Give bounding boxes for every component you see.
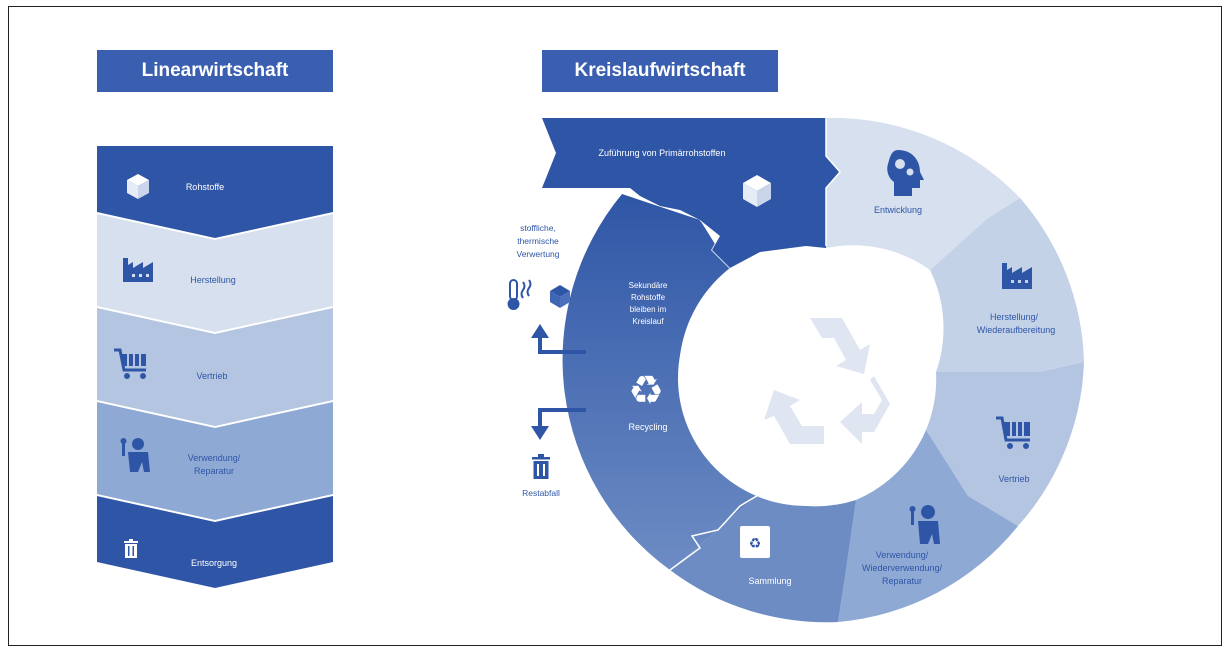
label-verwertung-1: stoffliche, [520, 223, 556, 233]
label-verwendung-2: Wiederverwendung/ [862, 563, 943, 573]
arrow-down-icon [531, 426, 549, 440]
cube-icon [127, 174, 149, 199]
linear-label-vertrieb: Vertrieb [196, 371, 227, 381]
linear-title: Linearwirtschaft [97, 50, 333, 92]
linear-step-rohstoffe: Rohstoffe [97, 146, 333, 238]
label-verwendung-1: Verwendung/ [876, 550, 929, 560]
recycle-bin-icon: ♻ [740, 526, 770, 558]
shopping-cart-icon [114, 348, 146, 379]
svg-text:♻: ♻ [749, 535, 762, 551]
trash-bin-icon [124, 539, 138, 558]
label-sekundaer-3: bleiben im [630, 305, 667, 314]
thermometer-icon [507, 279, 532, 310]
label-herstellung-2: Wiederaufbereitung [977, 325, 1056, 335]
head-gears-icon [887, 150, 924, 196]
cube-icon [550, 285, 570, 308]
segment-vertrieb [926, 362, 1084, 526]
input-label: Zuführung von Primärrohstoffen [599, 148, 726, 158]
label-restabfall: Restabfall [522, 488, 560, 498]
label-verwertung-3: Verwertung [517, 249, 560, 259]
label-vertrieb: Vertrieb [998, 474, 1029, 484]
linear-step-entsorgung: Entsorgung [97, 496, 333, 588]
person-repair-icon [120, 438, 150, 472]
segment-sammlung [670, 494, 856, 623]
linear-label-verwendung: Verwendung/ [188, 453, 241, 463]
label-verwendung-3: Reparatur [882, 576, 922, 586]
inner-circle [678, 250, 934, 506]
linear-label-herstellung: Herstellung [190, 275, 236, 285]
linear-label-rohstoffe: Rohstoffe [186, 182, 224, 192]
output-arrows [538, 336, 586, 428]
linear-label-reparatur: Reparatur [194, 466, 234, 476]
label-herstellung-1: Herstellung/ [990, 312, 1039, 322]
label-sekundaer-1: Sekundäre [629, 281, 668, 290]
trash-bin-icon [532, 454, 550, 479]
segment-recycling [562, 194, 760, 570]
recycle-watermark-icon [764, 318, 890, 444]
linear-step-verwendung: Verwendung/ Reparatur [97, 402, 333, 520]
linear-step-vertrieb: Vertrieb [97, 308, 333, 426]
recycle-icon: ♻ [628, 369, 664, 413]
input-banner: Zuführung von Primärrohstoffen [542, 118, 841, 268]
linear-label-entsorgung: Entsorgung [191, 558, 237, 568]
arrow-up-icon [531, 324, 549, 338]
circular-ring [562, 117, 1084, 623]
label-sekundaer-4: Kreislauf [632, 317, 664, 326]
label-sammlung: Sammlung [748, 576, 791, 586]
label-verwertung-2: thermische [517, 236, 559, 246]
label-entwicklung: Entwicklung [874, 205, 922, 215]
label-recycling: Recycling [628, 422, 667, 432]
factory-icon [1002, 263, 1032, 289]
linear-step-herstellung: Herstellung [97, 214, 333, 332]
svg-text:♻: ♻ [628, 369, 664, 413]
cube-icon [743, 175, 771, 207]
shopping-cart-icon [996, 416, 1030, 449]
factory-icon [123, 258, 153, 282]
segment-entwicklung [826, 117, 1020, 270]
circular-title: Kreislaufwirtschaft [542, 50, 778, 92]
label-sekundaer-2: Rohstoffe [631, 293, 666, 302]
person-repair-icon [909, 505, 940, 544]
